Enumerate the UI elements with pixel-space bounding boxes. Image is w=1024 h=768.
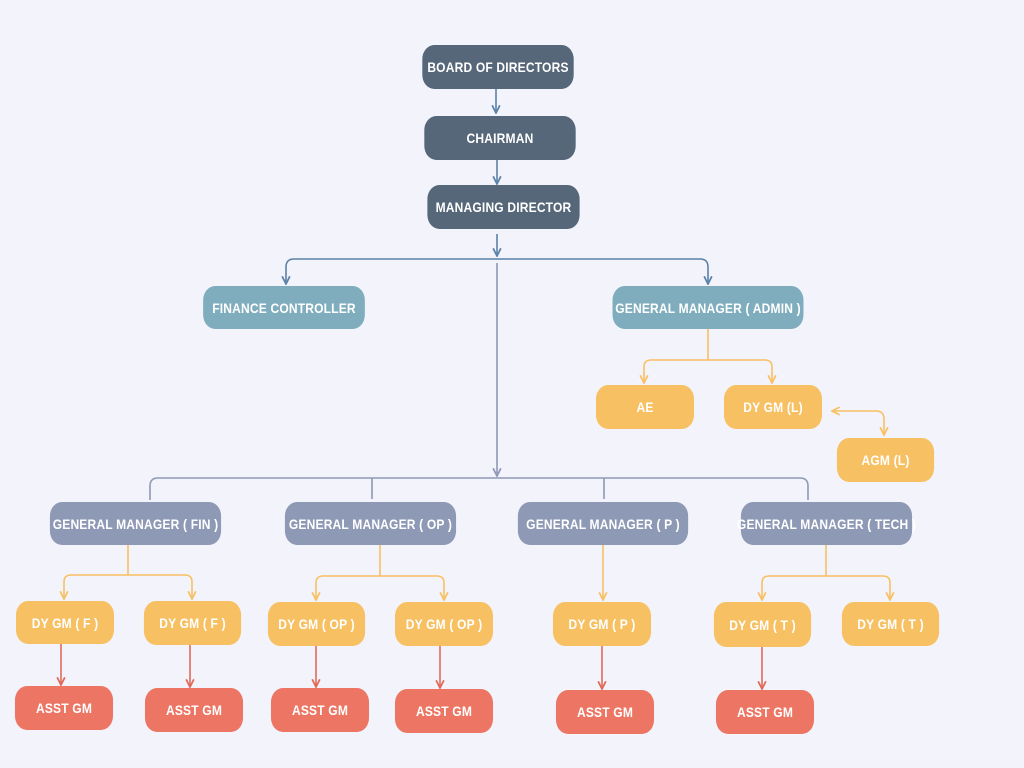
node-gm-admin: GENERAL MANAGER ( ADMIN ) — [612, 286, 804, 329]
node-gm-fin: GENERAL MANAGER ( FIN ) — [49, 502, 222, 545]
connector-gm-op-bus — [316, 575, 444, 600]
node-finance-controller: FINANCE CONTROLLER — [203, 286, 365, 329]
node-asst-gm-t-1: ASST GM — [715, 690, 815, 734]
node-ae: AE — [595, 385, 695, 429]
node-asst-gm-op-1: ASST GM — [270, 688, 370, 732]
connector-gm-fin-bus — [64, 574, 192, 599]
node-board-of-directors: BOARD OF DIRECTORS — [422, 45, 574, 89]
node-chairman: CHAIRMAN — [424, 116, 576, 160]
connector-gm-admin-bus — [644, 359, 772, 383]
node-asst-gm-p: ASST GM — [555, 690, 655, 734]
node-asst-gm-f-2: ASST GM — [144, 688, 244, 732]
node-agm-l: AGM (L) — [836, 438, 935, 482]
node-dygm-t-1: DY GM ( T ) — [713, 602, 812, 647]
node-dygm-op-1: DY GM ( OP ) — [267, 602, 366, 646]
connector-gm-row-bus — [149, 477, 809, 500]
connector-to-finance-controller — [286, 258, 295, 284]
connector-gm-tech-bus — [762, 575, 890, 600]
node-gm-p: GENERAL MANAGER ( P ) — [517, 502, 689, 545]
node-dygm-f-1: DY GM ( F ) — [15, 601, 115, 644]
node-dygm-op-2: DY GM ( OP ) — [394, 602, 494, 646]
node-asst-gm-f-1: ASST GM — [14, 686, 114, 730]
node-managing-director: MANAGING DIRECTOR — [427, 185, 580, 229]
connector-to-gm-admin — [699, 258, 708, 284]
node-gm-op: GENERAL MANAGER ( OP ) — [284, 502, 457, 545]
node-dygm-p: DY GM ( P ) — [552, 602, 652, 646]
node-dygm-f-2: DY GM ( F ) — [143, 601, 242, 645]
node-gm-tech: GENERAL MANAGER ( TECH ) — [737, 502, 916, 545]
node-asst-gm-op-2: ASST GM — [394, 689, 494, 733]
node-dygm-l: DY GM (L) — [723, 385, 823, 429]
node-dygm-t-2: DY GM ( T ) — [841, 602, 940, 646]
connector-dygm-l-agm-l — [832, 411, 884, 435]
